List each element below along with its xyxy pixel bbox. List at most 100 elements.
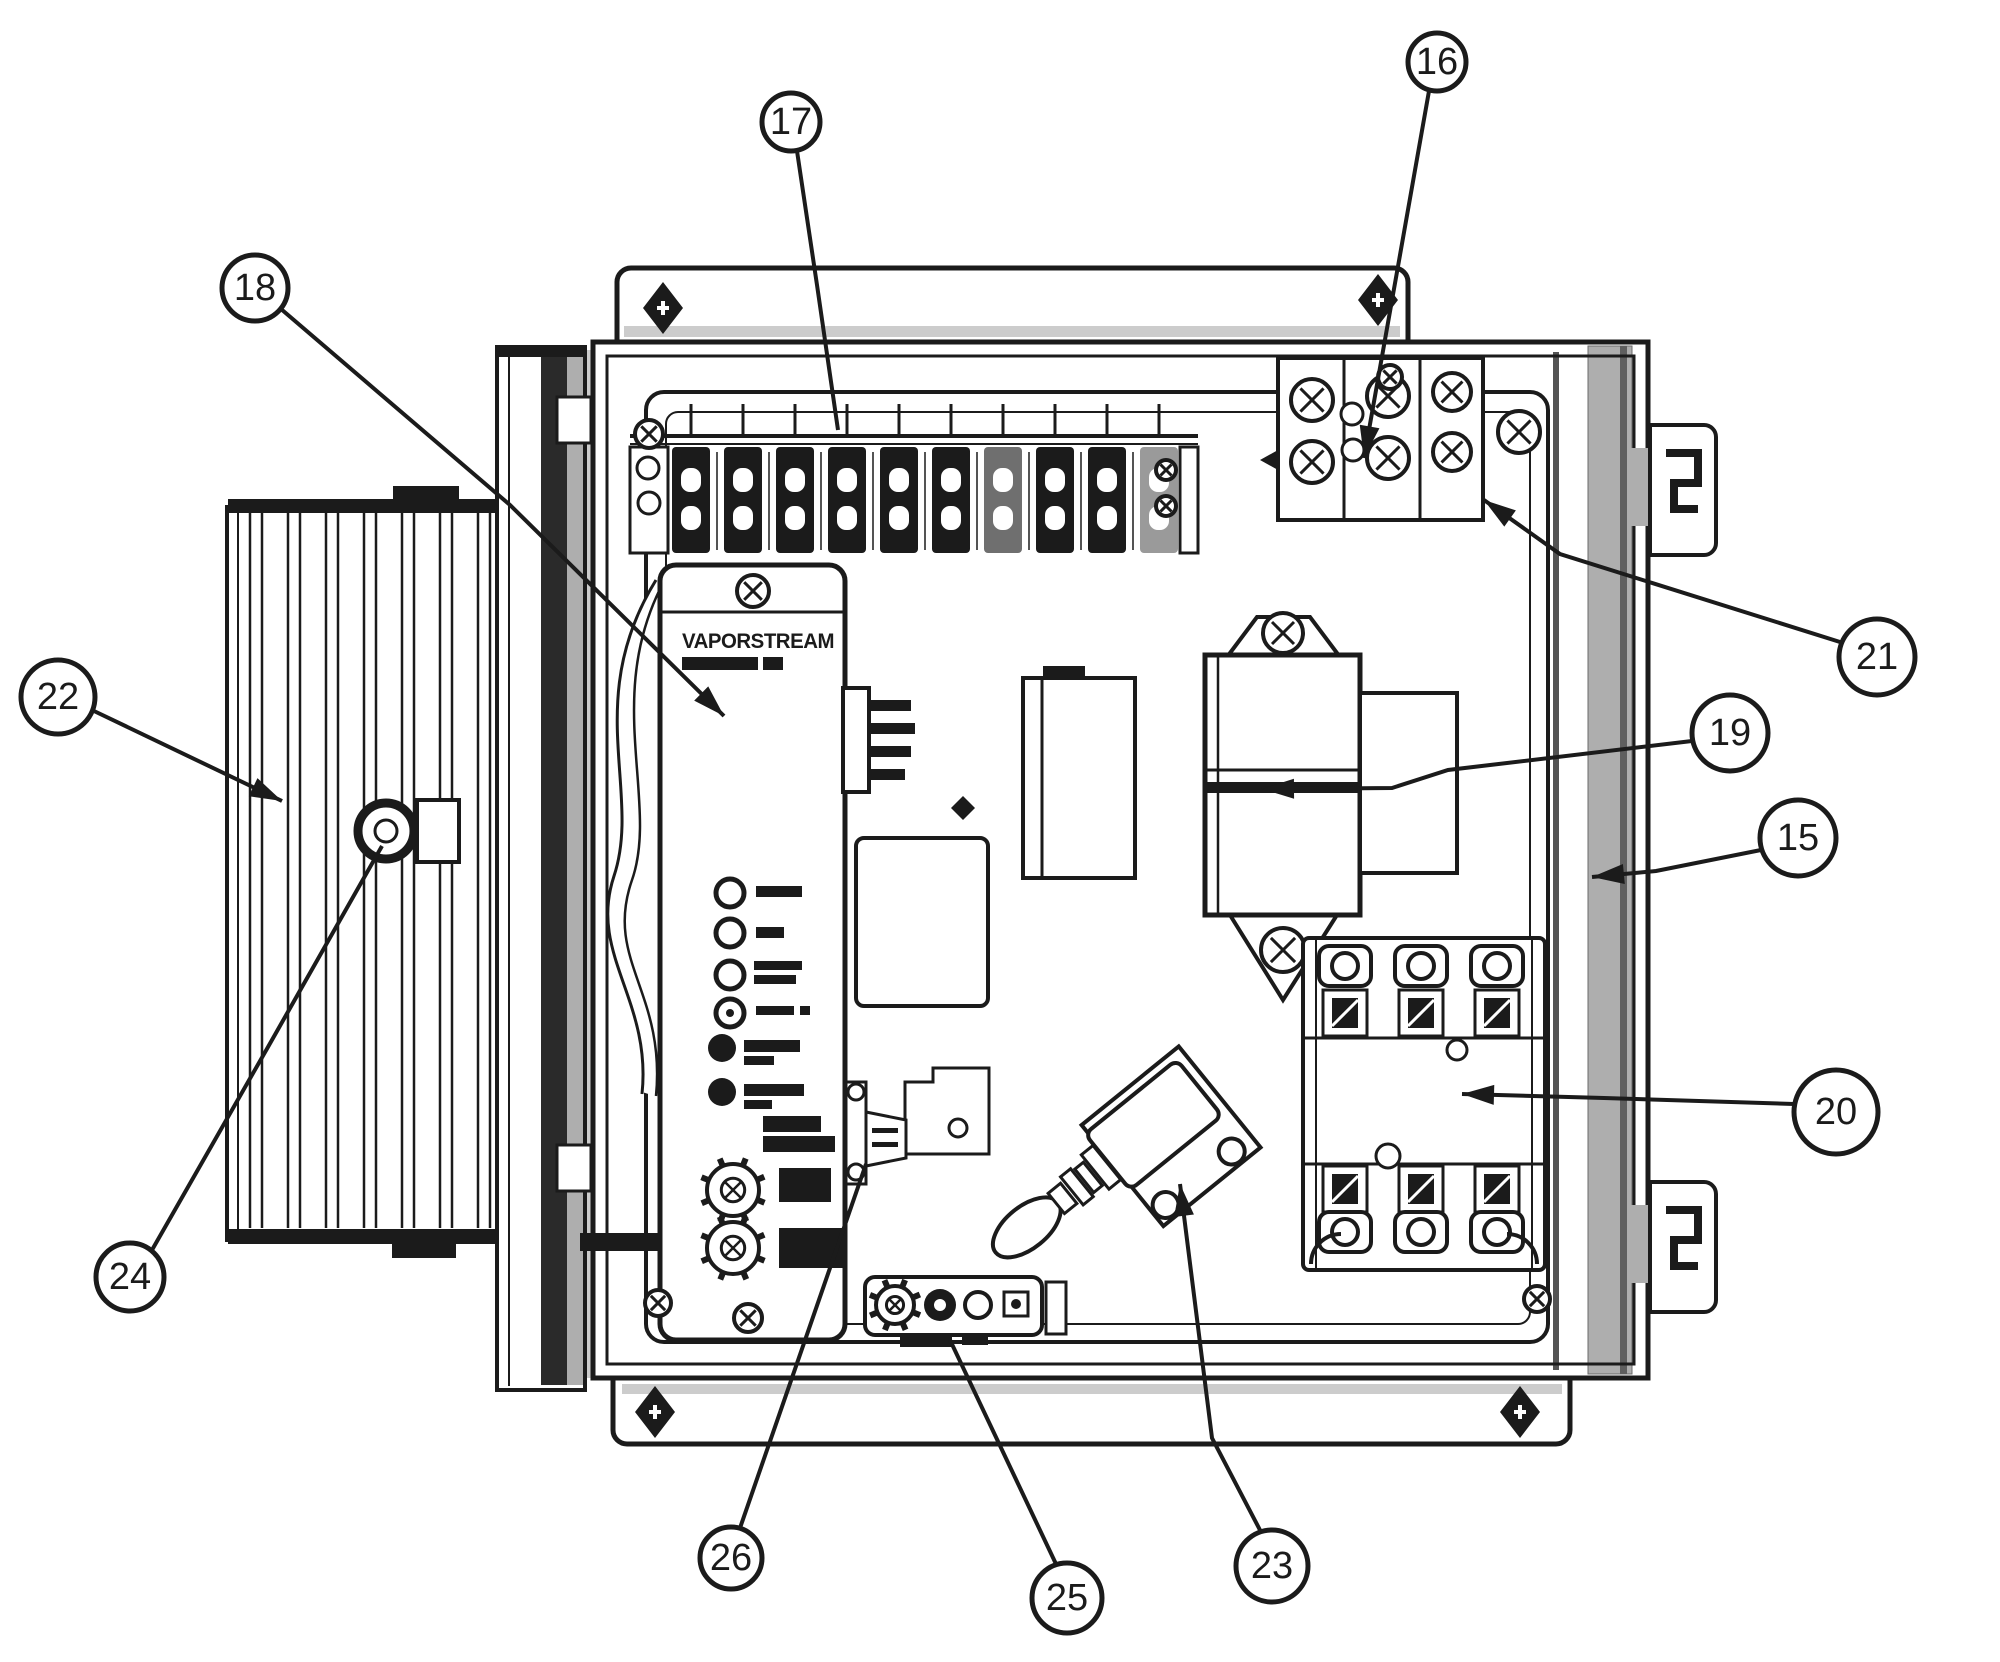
- heat-sink-top-tab: [393, 486, 459, 500]
- dial-label-block: [779, 1168, 831, 1202]
- latch-outline: [1648, 1180, 1718, 1314]
- door-hinge-tab-bottom: [555, 1143, 593, 1193]
- callout-number: 15: [1777, 817, 1819, 859]
- enclosure-latches: [1630, 423, 1718, 1314]
- transformer-screws: [1259, 611, 1307, 974]
- lug-hole: [373, 818, 399, 844]
- terminal-body: [880, 447, 918, 553]
- gear-tooth: [700, 1232, 711, 1242]
- callout-24: 24: [93, 845, 384, 1314]
- door-dark-band: [541, 352, 567, 1385]
- leader-line: [738, 1163, 868, 1529]
- clamp-hole-bottom: [1406, 1217, 1436, 1247]
- gear-tooth: [739, 1215, 749, 1226]
- leader-line: [795, 150, 840, 431]
- programming-connector: [844, 1080, 908, 1186]
- callout-19: 19: [1261, 692, 1771, 799]
- relay-component: [854, 796, 990, 1008]
- terminal-slot: [1097, 468, 1117, 492]
- terminal-slot: [1097, 506, 1117, 530]
- gear-tooth: [755, 1231, 766, 1241]
- screw-slot: [1528, 1290, 1546, 1308]
- led-indicators: [713, 876, 810, 1030]
- gear-tooth: [868, 1309, 879, 1319]
- pin: [869, 769, 905, 780]
- led-label-bar: [754, 975, 796, 984]
- block-jumper-screw: [1339, 401, 1365, 427]
- terminal-slot: [993, 468, 1013, 492]
- callout-15: 15: [1591, 797, 1839, 884]
- gear-slot: [724, 1181, 742, 1199]
- gear-tooth: [755, 1254, 766, 1264]
- icon-label-block: [763, 1136, 835, 1152]
- terminal-slash-bottom: [1330, 1174, 1360, 1204]
- capacitor: [1021, 666, 1137, 880]
- break-lines: [606, 572, 670, 1100]
- strip25-gear-screw: [868, 1278, 922, 1332]
- terminal-body: [776, 447, 814, 553]
- terminal-slot: [837, 468, 857, 492]
- leader-arrowhead: [248, 778, 282, 801]
- strip-end-screw: [635, 455, 661, 481]
- callout-circle: [1405, 30, 1469, 94]
- screw-slot: [739, 1309, 757, 1327]
- icon-label-bar: [744, 1100, 772, 1109]
- callout-number: 21: [1856, 636, 1898, 678]
- strip-end-bracket-right: [1178, 445, 1200, 555]
- contactor: [1301, 936, 1547, 1272]
- icon-dot-2: [708, 1078, 736, 1106]
- led-4-dot: [726, 1009, 734, 1017]
- dsub-shell: [864, 1110, 908, 1168]
- switch-nut: [1058, 1166, 1096, 1207]
- leader-line: [1261, 739, 1693, 791]
- door-panel: [495, 345, 668, 1392]
- gear-tooth: [700, 1174, 711, 1184]
- door-bottom-bracket: [580, 1233, 668, 1251]
- icon-label-bar: [744, 1056, 774, 1065]
- leader-arrowhead: [1592, 864, 1625, 884]
- screw-slot: [1382, 369, 1398, 385]
- led-2: [713, 916, 747, 950]
- gear-tooth: [717, 1270, 727, 1281]
- lug-block: [415, 798, 461, 864]
- leader-line: [150, 845, 384, 1251]
- clamp-hole-bottom: [1330, 1217, 1360, 1247]
- break-curve-1: [606, 579, 658, 1095]
- wire-clamp-bottom: [1469, 1210, 1525, 1254]
- break-curve-2: [623, 573, 670, 1097]
- latch-bracket: [1630, 423, 1718, 557]
- screw-slot: [1299, 449, 1325, 475]
- gear-tooth: [911, 1309, 922, 1318]
- strip25-foot: [962, 1335, 988, 1345]
- screw-slot: [743, 581, 763, 601]
- contactor-pole: [1317, 944, 1373, 1254]
- contactor-pole: [1393, 944, 1449, 1254]
- terminal-slash-top: [1330, 998, 1360, 1028]
- terminal-slash-bottom: [1406, 1174, 1436, 1204]
- screw-slot: [649, 1294, 667, 1312]
- panel-diamond-marker: [951, 796, 975, 820]
- clamp-hole-top: [1406, 951, 1436, 981]
- module-bottom-screw: [732, 1302, 764, 1334]
- icon-label-bar: [744, 1084, 804, 1096]
- wire-clamp-top: [1393, 944, 1449, 988]
- terminal-slash-top: [1406, 998, 1436, 1028]
- screw-slot: [1159, 499, 1173, 513]
- gear-tooth: [755, 1173, 766, 1183]
- callout-18: 18: [219, 252, 726, 718]
- clamp-hole-top: [1330, 951, 1360, 981]
- door-hinge-tab-top: [555, 395, 593, 445]
- block-jumper-screw: [1340, 437, 1366, 463]
- transformer: [1202, 611, 1459, 1004]
- callout-circle: [1791, 1067, 1881, 1157]
- gear-tooth: [716, 1215, 726, 1226]
- callout-16: 16: [1359, 30, 1469, 459]
- controller-module: VAPORSTREAM: [657, 562, 848, 1343]
- icon-dot-1: [708, 1034, 736, 1062]
- pin: [869, 746, 911, 757]
- ground-screw: [1496, 409, 1542, 455]
- screw-slot: [1270, 620, 1296, 646]
- terminal-unit: [776, 404, 822, 553]
- heat-sink-bottom-bar: [228, 1229, 558, 1244]
